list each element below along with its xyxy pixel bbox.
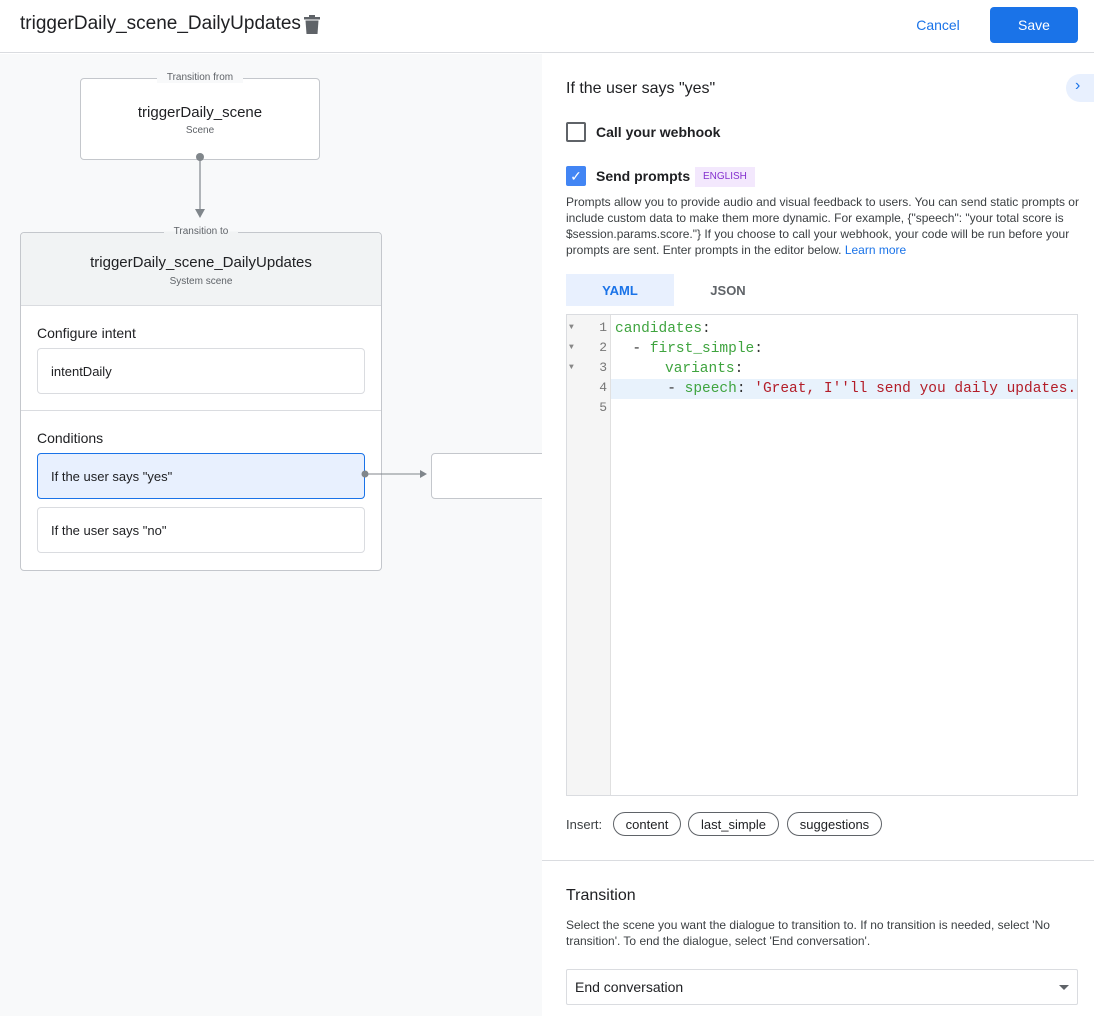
node-type: System scene (169, 276, 233, 287)
language-badge: ENGLISH (695, 167, 755, 187)
webhook-checkbox[interactable] (566, 122, 586, 142)
target-scene-node[interactable] (431, 453, 542, 499)
insert-chip-suggestions[interactable]: suggestions (787, 812, 882, 836)
node-name: triggerDaily_scene (137, 104, 263, 121)
learn-more-link[interactable]: Learn more (844, 243, 907, 257)
insert-chip-content[interactable]: content (613, 812, 681, 836)
cancel-button[interactable]: Cancel (916, 17, 960, 33)
transition-selected-value: End conversation (575, 979, 684, 995)
transition-heading: Transition (566, 887, 636, 904)
condition-connector (361, 470, 427, 478)
top-bar: triggerDaily_scene_DailyUpdates Cancel S… (0, 0, 1094, 53)
node-type: Scene (185, 125, 215, 136)
save-button[interactable]: Save (990, 7, 1078, 43)
webhook-label: Call your webhook (596, 124, 721, 140)
tab-json[interactable]: JSON (710, 282, 746, 298)
transition-from-node[interactable]: Transition from triggerDaily_scene Scene (80, 72, 320, 160)
prompts-description: Prompts allow you to provide audio and v… (566, 195, 1079, 257)
transition-select[interactable]: End conversation (566, 969, 1078, 1005)
configure-intent-label: Configure intent (37, 325, 136, 341)
transition-to-node: Transition to triggerDaily_scene_DailyUp… (20, 226, 382, 571)
insert-label: Insert: (566, 817, 603, 832)
insert-chip-last-simple[interactable]: last_simple (688, 812, 779, 836)
flow-canvas: Transition from triggerDaily_scene Scene… (0, 54, 542, 1016)
details-panel: › If the user says "yes" Call your webho… (542, 54, 1094, 1016)
panel-heading: If the user says "yes" (566, 80, 716, 97)
send-prompts-label: Send prompts (596, 168, 691, 184)
code-line: variants: (665, 361, 744, 377)
intent-item[interactable]: intentDaily (37, 348, 365, 394)
node-name: triggerDaily_scene_DailyUpdates (90, 254, 312, 271)
condition-no[interactable]: If the user says "no" (37, 507, 365, 553)
connector-arrow (195, 153, 205, 218)
code-line: - first_simple: (615, 341, 763, 357)
transition-description: Select the scene you want the dialogue t… (566, 918, 1050, 948)
code-line: candidates: (615, 321, 711, 337)
code-line: - speech: 'Great, I''ll send you daily u… (615, 381, 1077, 397)
page-title: triggerDaily_scene_DailyUpdates (20, 13, 301, 34)
node-legend: Transition to (163, 226, 239, 237)
collapse-panel-chevron-icon[interactable]: › (1066, 74, 1094, 102)
node-legend: Transition from (156, 72, 244, 83)
code-editor[interactable]: ▼1 ▼2 ▼3 4 5 candidates: - first_simple:… (566, 314, 1078, 796)
tab-yaml[interactable]: YAML (566, 274, 674, 306)
dropdown-arrow-icon (1059, 985, 1069, 990)
condition-yes[interactable]: If the user says "yes" (37, 453, 365, 499)
trash-icon[interactable] (304, 15, 320, 34)
send-prompts-checkbox-check-icon[interactable]: ✓ (566, 166, 586, 186)
conditions-label: Conditions (37, 430, 104, 446)
